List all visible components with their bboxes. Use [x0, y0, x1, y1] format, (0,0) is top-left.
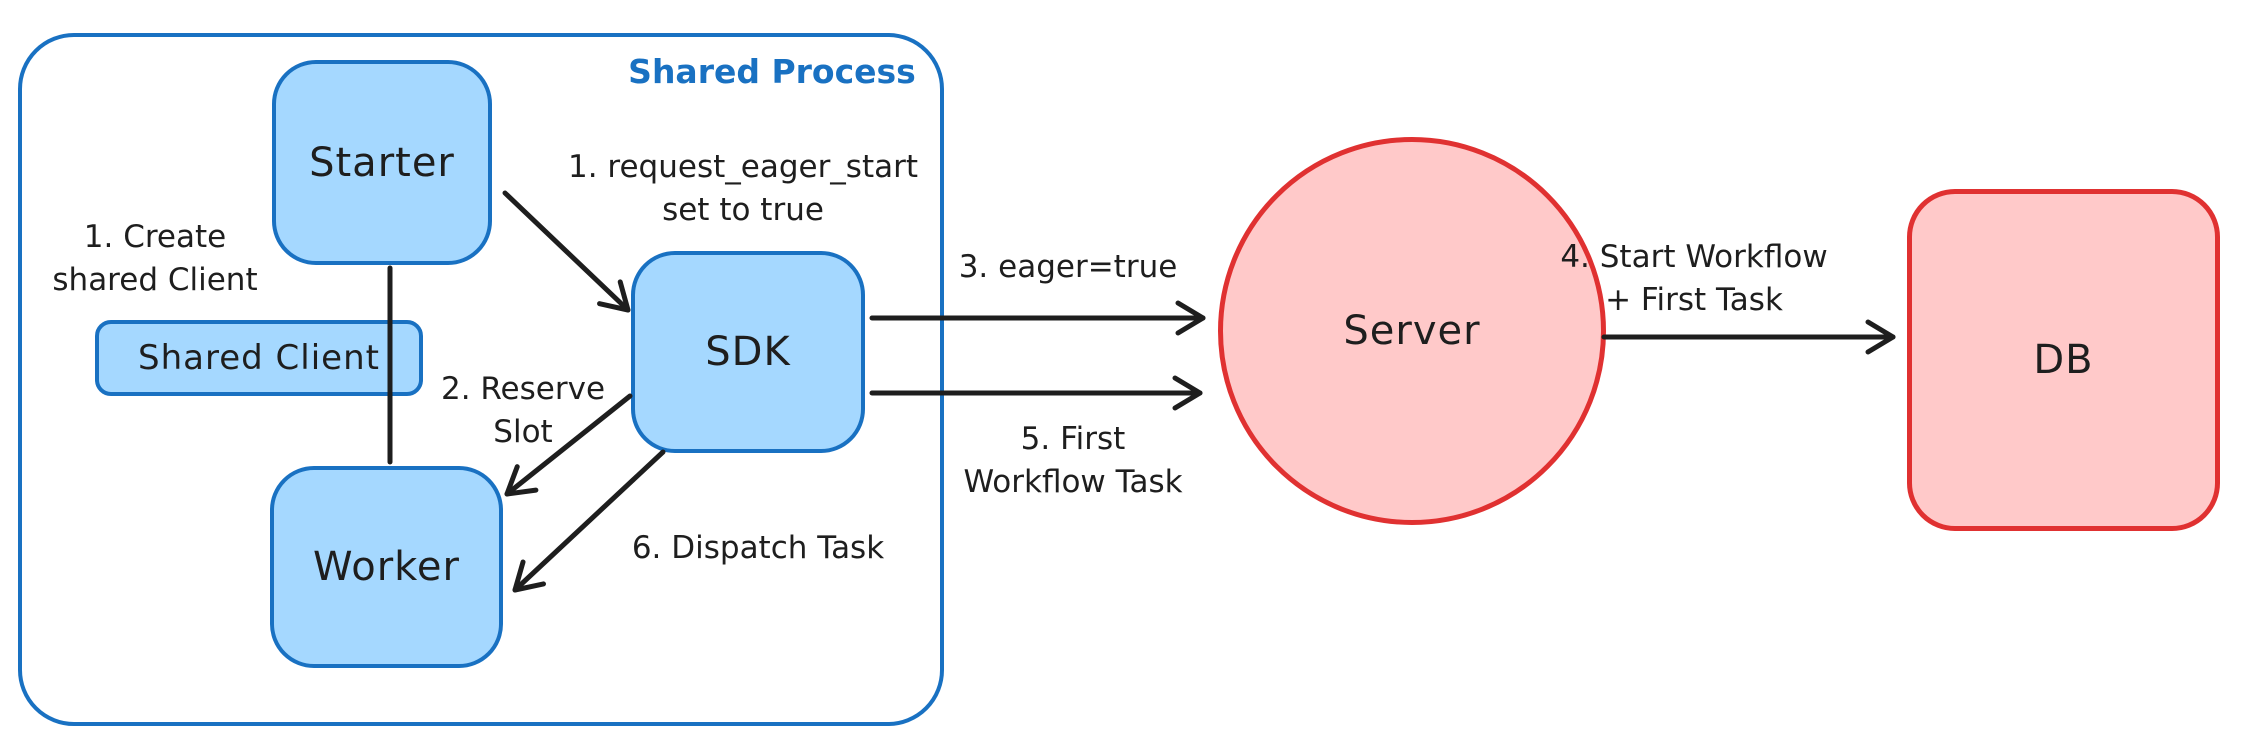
- node-shared-client-label: Shared Client: [138, 338, 380, 378]
- node-starter-label: Starter: [309, 139, 455, 186]
- label-create-shared-client: 1. Create shared Client: [52, 219, 258, 298]
- label-dispatch-task: 6. Dispatch Task: [631, 530, 885, 566]
- node-server-label: Server: [1343, 308, 1481, 354]
- node-server: Server: [1218, 137, 1606, 525]
- node-sdk: SDK: [631, 251, 865, 453]
- node-worker-label: Worker: [313, 544, 460, 590]
- label-eager-true: 3. eager=true: [958, 249, 1178, 285]
- node-shared-client: Shared Client: [95, 320, 423, 396]
- node-db: DB: [1907, 189, 2220, 531]
- label-request-eager-start: 1. request_eager_start set to true: [567, 149, 919, 228]
- node-db-label: DB: [2033, 337, 2094, 383]
- shared-process-label: Shared Process: [628, 52, 916, 91]
- label-first-workflow-task: 5. First Workflow Task: [963, 421, 1183, 500]
- label-start-workflow: 4. Start Workflow + First Task: [1560, 239, 1828, 318]
- node-sdk-label: SDK: [705, 329, 791, 375]
- node-worker: Worker: [270, 466, 503, 668]
- node-starter: Starter: [272, 60, 492, 265]
- label-reserve-slot: 2. Reserve Slot: [440, 371, 606, 450]
